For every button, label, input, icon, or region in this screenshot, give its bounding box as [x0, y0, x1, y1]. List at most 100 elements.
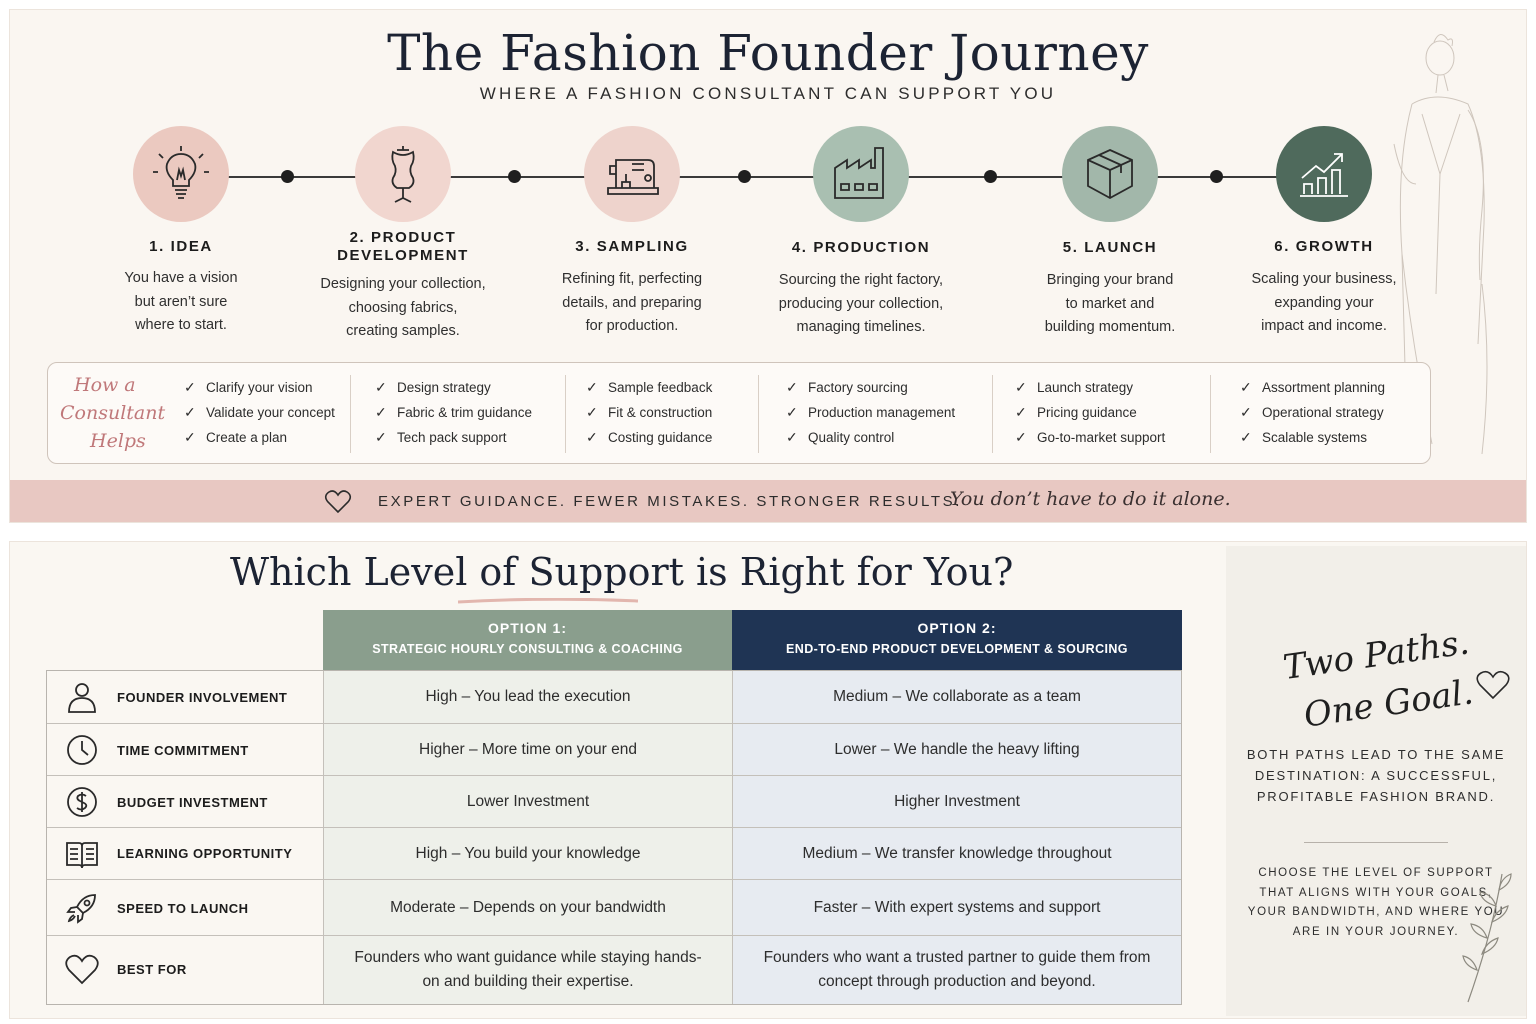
table-row: BUDGET INVESTMENT Lower Investment Highe… — [47, 776, 1181, 828]
person-icon — [68, 683, 96, 713]
stage-description: Designing your collection,choosing fabri… — [320, 276, 486, 339]
dollar-icon — [67, 787, 97, 817]
timeline-dot — [984, 170, 997, 183]
check-icon: ✓ — [184, 379, 196, 395]
leaf-branch-icon — [1462, 873, 1512, 1003]
list-item: ✓Clarify your vision — [184, 379, 313, 395]
divider — [992, 375, 993, 453]
row-label-cell: FOUNDER INVOLVEMENT — [47, 671, 324, 723]
list-item: ✓Launch strategy — [1015, 379, 1134, 395]
growth-chart-icon — [1300, 153, 1348, 197]
check-icon: ✓ — [1015, 404, 1027, 420]
stage-icon-circle — [355, 126, 451, 222]
helps-script-label: How a Consultant Helps — [60, 374, 166, 452]
check-icon: ✓ — [586, 379, 598, 395]
stage-title: 6. GROWTH — [1274, 238, 1374, 255]
stage-icon-circle — [1276, 126, 1372, 222]
list-item: ✓Factory sourcing — [786, 379, 908, 395]
check-icon: ✓ — [786, 404, 798, 420]
option1-cell: High – You build your knowledge — [324, 828, 733, 879]
page-title: The Fashion Founder Journey — [387, 24, 1149, 82]
check-icon: ✓ — [1240, 429, 1252, 445]
two-paths-panel: Two Paths. One Goal. BOTH PATHS LEAD TO … — [1226, 546, 1526, 1016]
option1-cell: High – You lead the execution — [324, 671, 733, 723]
list-item: ✓Scalable systems — [1240, 429, 1368, 445]
lightbulb-icon — [153, 146, 209, 199]
stage-icon-circle — [133, 126, 229, 222]
check-icon: ✓ — [586, 429, 598, 445]
option2-cell: Higher Investment — [733, 776, 1181, 827]
table-row: SPEED TO LAUNCH Moderate – Depends on yo… — [47, 880, 1181, 936]
check-icon: ✓ — [375, 379, 387, 395]
table-row: BEST FOR Founders who want guidance whil… — [47, 936, 1181, 1004]
list-item: ✓Assortment planning — [1240, 379, 1386, 395]
table-row: TIME COMMITMENT Higher – More time on yo… — [47, 724, 1181, 776]
tagline-banner: EXPERT GUIDANCE. FEWER MISTAKES. STRONGE… — [10, 480, 1526, 522]
list-item: ✓Costing guidance — [586, 429, 713, 445]
dress-form-icon — [391, 146, 415, 203]
divider — [758, 375, 759, 453]
helps-column: ✓Clarify your vision ✓Validate your conc… — [184, 377, 335, 452]
factory-icon — [834, 147, 884, 199]
check-icon: ✓ — [586, 404, 598, 420]
option1-cell: Founders who want guidance while staying… — [324, 936, 733, 1004]
check-icon: ✓ — [1240, 379, 1252, 395]
two-paths-script: Two Paths. One Goal. — [1280, 622, 1476, 736]
list-item: ✓Validate your concept — [184, 404, 335, 420]
row-label-cell: BEST FOR — [47, 936, 324, 1004]
comparison-table: FOUNDER INVOLVEMENT High – You lead the … — [46, 670, 1182, 1005]
helps-column: ✓Assortment planning ✓Operational strate… — [1240, 377, 1385, 452]
stage-icon-circle — [813, 126, 909, 222]
row-label-cell: TIME COMMITMENT — [47, 724, 324, 775]
stage-title: 1. IDEA — [149, 238, 213, 255]
list-item: ✓Fabric & trim guidance — [375, 404, 533, 420]
option1-cell: Moderate – Depends on your bandwidth — [324, 880, 733, 935]
option2-header: OPTION 2: END-TO-END PRODUCT DEVELOPMENT… — [732, 610, 1182, 670]
helps-column: ✓Launch strategy ✓Pricing guidance ✓Go-t… — [1015, 377, 1165, 452]
helps-column: ✓Sample feedback ✓Fit & construction ✓Co… — [586, 377, 712, 452]
table-row: FOUNDER INVOLVEMENT High – You lead the … — [47, 671, 1181, 724]
rocket-icon — [66, 894, 96, 924]
clock-icon — [67, 735, 97, 765]
option2-cell: Founders who want a trusted partner to g… — [733, 936, 1181, 1004]
row-label-cell: LEARNING OPPORTUNITY — [47, 828, 324, 879]
option1-cell: Lower Investment — [324, 776, 733, 827]
banner-script: You don’t have to do it alone. — [950, 488, 1231, 510]
check-icon: ✓ — [786, 429, 798, 445]
check-icon: ✓ — [1015, 379, 1027, 395]
list-item: ✓Fit & construction — [586, 404, 713, 420]
stage-title: 5. LAUNCH — [1062, 239, 1158, 256]
stage-description: Sourcing the right factory,producing you… — [778, 272, 944, 335]
timeline-dot — [1210, 170, 1223, 183]
list-item: ✓Tech pack support — [375, 429, 507, 445]
book-icon — [66, 842, 98, 869]
list-item: ✓Sample feedback — [586, 379, 713, 395]
heart-icon — [324, 490, 352, 514]
stage-title: 3. SAMPLING — [575, 238, 689, 255]
timeline-dot — [281, 170, 294, 183]
title-underline-decoration — [458, 598, 638, 604]
row-label-cell: BUDGET INVESTMENT — [47, 776, 324, 827]
stage-icon-circle — [584, 126, 680, 222]
option2-cell: Faster – With expert systems and support — [733, 880, 1181, 935]
option1-cell: Higher – More time on your end — [324, 724, 733, 775]
side-statement: BOTH PATHS LEAD TO THE SAME DESTINATION:… — [1246, 747, 1506, 804]
list-item: ✓Quality control — [786, 429, 895, 445]
heart-icon — [65, 954, 99, 985]
divider — [1210, 375, 1211, 453]
heart-icon — [1476, 670, 1510, 700]
list-item: ✓Design strategy — [375, 379, 491, 395]
check-icon: ✓ — [184, 429, 196, 445]
option2-cell: Medium – We collaborate as a team — [733, 671, 1181, 723]
support-panel: Which Level of Support is Right for You?… — [9, 541, 1527, 1019]
side-note: CHOOSE THE LEVEL OF SUPPORT THAT ALIGNS … — [1247, 867, 1505, 938]
check-icon: ✓ — [1240, 404, 1252, 420]
divider — [350, 375, 351, 453]
helps-column: ✓Design strategy ✓Fabric & trim guidance… — [375, 377, 532, 452]
timeline-line — [200, 176, 1350, 178]
helps-column: ✓Factory sourcing ✓Production management… — [786, 377, 955, 452]
